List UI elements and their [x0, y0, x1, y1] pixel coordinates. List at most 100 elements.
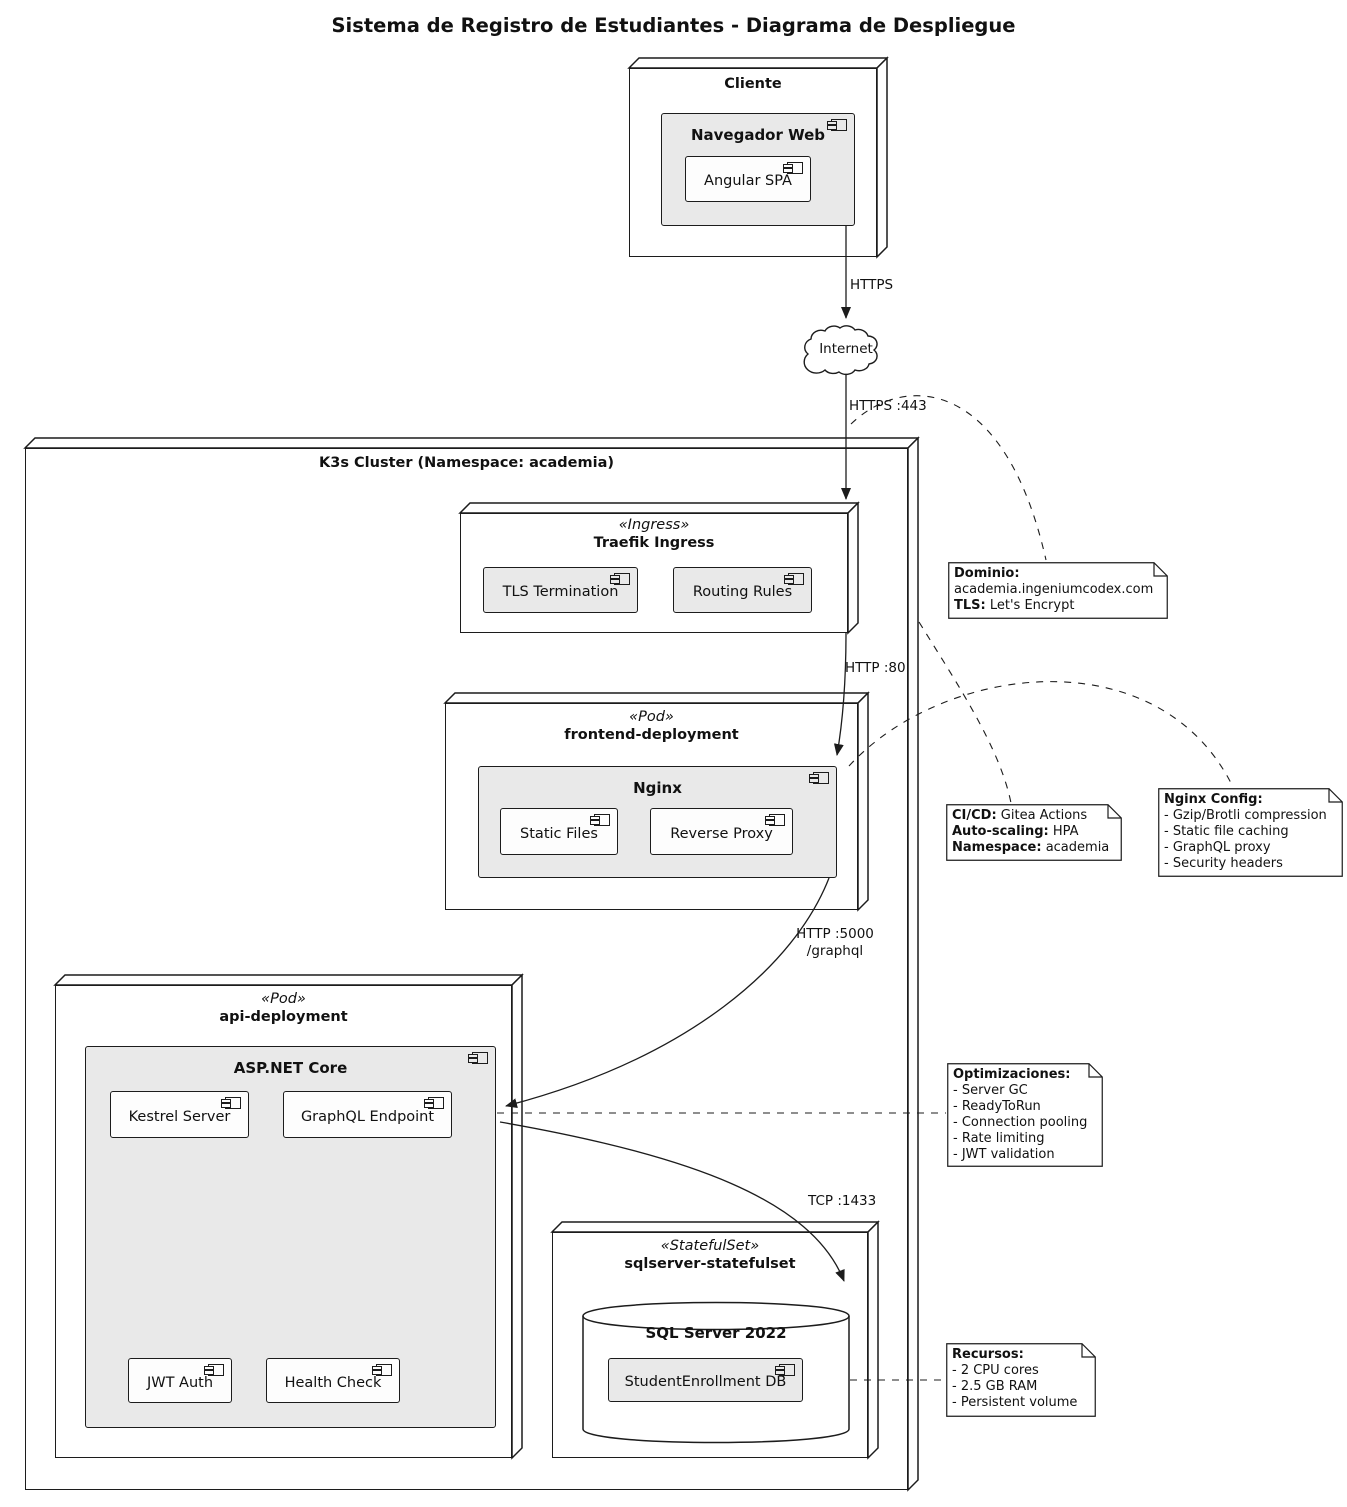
- note-line: - JWT validation: [953, 1147, 1097, 1163]
- node-sqlserver-statefulset-title: «StatefulSet» sqlserver-statefulset: [552, 1238, 868, 1273]
- component-icon: [204, 1364, 224, 1376]
- component-navegador-web-title: Navegador Web: [690, 126, 826, 144]
- node-cliente-title: Cliente: [629, 76, 877, 94]
- node-frontend-deployment-title: «Pod» frontend-deployment: [445, 709, 858, 744]
- node-k3s-cluster-title: K3s Cluster (Namespace: academia): [25, 455, 908, 473]
- node-frontend-stereotype: «Pod»: [629, 709, 674, 725]
- note-recursos: Recursos: - 2 CPU cores - 2.5 GB RAM - P…: [946, 1343, 1096, 1417]
- component-routing-rules-label: Routing Rules: [692, 584, 793, 601]
- component-jwt-auth-label: JWT Auth: [146, 1374, 214, 1391]
- note-line-text: Let's Encrypt: [985, 598, 1075, 613]
- note-line-text: - Security headers: [1164, 856, 1283, 871]
- note-line-text: - 2 CPU cores: [952, 1363, 1039, 1378]
- component-icon: [765, 814, 785, 826]
- edge-label-https-443: HTTPS :443: [849, 398, 927, 414]
- note-dominio: Dominio: academia.ingeniumcodex.com TLS:…: [948, 562, 1168, 619]
- node-traefik-ingress: [460, 513, 848, 633]
- note-outline: [947, 1063, 1103, 1167]
- edge-label-https: HTTPS: [850, 277, 894, 293]
- component-icon: [468, 1052, 488, 1064]
- node-cliente: [629, 68, 877, 257]
- node-traefik-name: Traefik Ingress: [593, 534, 715, 551]
- component-graphql-endpoint-label: GraphQL Endpoint: [300, 1108, 435, 1125]
- note-line-text: academia.ingeniumcodex.com: [954, 582, 1154, 597]
- node-api-stereotype: «Pod»: [261, 991, 306, 1007]
- note-line: Optimizaciones:: [953, 1067, 1097, 1083]
- component-kestrel-server-label: Kestrel Server: [128, 1108, 231, 1125]
- node-api-deployment-title: «Pod» api-deployment: [55, 991, 512, 1026]
- note-line-text: HPA: [1048, 824, 1079, 839]
- note-line-text: - 2.5 GB RAM: [952, 1379, 1038, 1394]
- node-k3s-cluster-name: K3s Cluster (Namespace: academia): [319, 455, 614, 471]
- note-line: - GraphQL proxy: [1164, 840, 1337, 856]
- component-health-check: Health Check: [266, 1358, 400, 1403]
- note-line: TLS: Let's Encrypt: [954, 598, 1162, 614]
- note-line: - Security headers: [1164, 856, 1337, 872]
- note-line-text: - Server GC: [953, 1083, 1028, 1098]
- note-line-bold: Optimizaciones:: [953, 1067, 1071, 1082]
- component-reverse-proxy-label: Reverse Proxy: [670, 825, 773, 842]
- note-line: Dominio:: [954, 566, 1162, 582]
- node-traefik-stereotype: «Ingress»: [618, 517, 690, 533]
- note-line-bold: Auto-scaling:: [952, 824, 1049, 839]
- note-line: - 2 CPU cores: [952, 1363, 1090, 1379]
- note-line-bold: Namespace:: [952, 840, 1042, 855]
- note-line-bold: Recursos:: [952, 1347, 1024, 1362]
- note-nginx-config-text: Nginx Config: - Gzip/Brotli compression …: [1158, 788, 1343, 877]
- edge-label-http-5000-line2: /graphql: [806, 943, 864, 959]
- component-tls-termination-label: TLS Termination: [502, 584, 619, 601]
- note-line-bold: Nginx Config:: [1164, 792, 1263, 807]
- component-studentenrollment-db: StudentEnrollment DB: [608, 1358, 803, 1402]
- note-line: - Rate limiting: [953, 1131, 1097, 1147]
- component-jwt-auth: JWT Auth: [128, 1358, 232, 1403]
- note-nginx-config: Nginx Config: - Gzip/Brotli compression …: [1158, 788, 1343, 877]
- note-line-text: academia: [1041, 840, 1110, 855]
- node-sqlserver-stereotype: «StatefulSet»: [660, 1238, 760, 1254]
- note-outline: [946, 804, 1122, 861]
- note-line-text: - Static file caching: [1164, 824, 1289, 839]
- component-icon: [424, 1097, 444, 1109]
- edge-label-http-5000-line1: HTTP :5000: [796, 926, 874, 942]
- note-line: academia.ingeniumcodex.com: [954, 582, 1162, 598]
- component-static-files: Static Files: [500, 808, 618, 855]
- note-line: CI/CD: Gitea Actions: [952, 808, 1116, 824]
- note-line-text: - Connection pooling: [953, 1115, 1088, 1130]
- note-line-bold: TLS:: [954, 598, 986, 613]
- component-icon: [827, 119, 847, 131]
- note-recursos-text: Recursos: - 2 CPU cores - 2.5 GB RAM - P…: [946, 1343, 1096, 1417]
- note-dominio-text: Dominio: academia.ingeniumcodex.com TLS:…: [948, 562, 1168, 619]
- note-optimizaciones-text: Optimizaciones: - Server GC - ReadyToRun…: [947, 1063, 1103, 1167]
- note-line: Nginx Config:: [1164, 792, 1337, 808]
- component-icon: [783, 162, 803, 174]
- component-icon: [784, 573, 804, 585]
- note-line: - Connection pooling: [953, 1115, 1097, 1131]
- node-cliente-name: Cliente: [724, 76, 782, 92]
- component-studentenrollment-db-label: StudentEnrollment DB: [624, 1374, 787, 1391]
- note-outline: [1158, 788, 1343, 877]
- component-icon: [610, 573, 630, 585]
- note-outline: [948, 562, 1168, 619]
- component-angular-spa-label: Angular SPA: [704, 173, 792, 190]
- edge-label-tcp-1433: TCP :1433: [808, 1193, 877, 1209]
- node-sqlserver-name: sqlserver-statefulset: [624, 1255, 796, 1272]
- note-line: Recursos:: [952, 1347, 1090, 1363]
- note-line-text: - JWT validation: [953, 1147, 1055, 1162]
- note-line-text: - Persistent volume: [952, 1395, 1078, 1410]
- note-line: - Static file caching: [1164, 824, 1337, 840]
- note-line-bold: CI/CD:: [952, 808, 997, 823]
- component-icon: [372, 1364, 392, 1376]
- note-line: - Persistent volume: [952, 1395, 1090, 1411]
- component-icon: [221, 1097, 241, 1109]
- note-line: - ReadyToRun: [953, 1099, 1097, 1115]
- node-traefik-ingress-title: «Ingress» Traefik Ingress: [460, 517, 848, 552]
- component-icon: [590, 814, 610, 826]
- internet-cloud-shape: [803, 325, 878, 376]
- component-kestrel-server: Kestrel Server: [110, 1091, 249, 1138]
- note-line-text: - Rate limiting: [953, 1131, 1045, 1146]
- note-line-text: - ReadyToRun: [953, 1099, 1041, 1114]
- note-line-text: - GraphQL proxy: [1164, 840, 1271, 855]
- note-line-bold: Dominio:: [954, 566, 1020, 581]
- component-static-files-label: Static Files: [520, 825, 598, 842]
- note-outline: [946, 1343, 1096, 1417]
